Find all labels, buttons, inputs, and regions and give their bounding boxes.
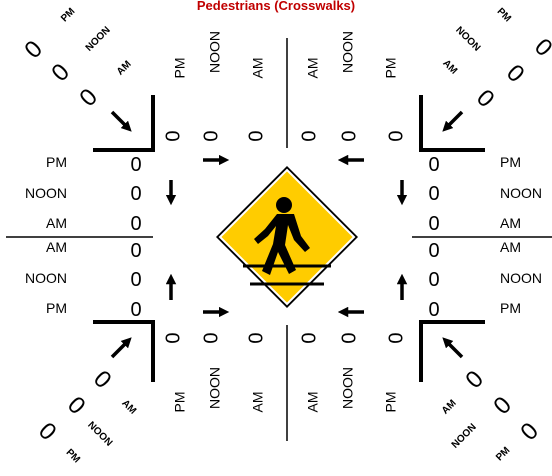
south-label-am-2: AM bbox=[305, 392, 321, 413]
west-count-pm: 0 bbox=[130, 154, 141, 176]
sw-label-noon: NOON bbox=[85, 420, 114, 449]
east-labels: PM NOON AM AM NOON PM bbox=[500, 154, 542, 316]
sw-corner: 0 0 0 AM NOON PM bbox=[33, 365, 138, 465]
south-label-pm-2: PM bbox=[383, 392, 399, 413]
east-label-am: AM bbox=[500, 215, 521, 231]
east-count-noon: 0 bbox=[428, 183, 439, 205]
west-label-noon: NOON bbox=[25, 185, 67, 201]
north-count-pm-2: 0 bbox=[385, 130, 407, 141]
west-count-am: 0 bbox=[130, 213, 141, 235]
north-count-am-2: 0 bbox=[298, 130, 320, 141]
curb-sw bbox=[93, 320, 155, 382]
west-count-noon-2: 0 bbox=[130, 269, 141, 291]
ne-label-noon: NOON bbox=[453, 25, 482, 54]
nw-label-noon: NOON bbox=[84, 25, 113, 54]
north-label-pm: PM bbox=[172, 58, 188, 79]
east-count-pm: 0 bbox=[428, 154, 439, 176]
south-count-noon-2: 0 bbox=[338, 332, 360, 343]
sw-label-am: AM bbox=[119, 398, 138, 417]
south-count-am: 0 bbox=[245, 332, 267, 343]
south-count-noon: 0 bbox=[200, 332, 222, 343]
north-counts: 0 0 0 0 0 0 bbox=[162, 130, 407, 141]
west-label-noon-2: NOON bbox=[25, 270, 67, 286]
north-count-noon: 0 bbox=[200, 130, 222, 141]
east-count-am: 0 bbox=[428, 213, 439, 235]
north-count-am: 0 bbox=[245, 130, 267, 141]
south-counts: 0 0 0 0 0 0 bbox=[162, 332, 407, 343]
west-label-am: AM bbox=[46, 215, 67, 231]
north-label-pm-2: PM bbox=[383, 58, 399, 79]
west-count-pm-2: 0 bbox=[130, 299, 141, 321]
sw-count-noon: 0 bbox=[62, 391, 91, 420]
west-count-noon: 0 bbox=[130, 183, 141, 205]
se-count-pm: 0 bbox=[515, 417, 544, 446]
east-label-pm-2: PM bbox=[500, 300, 521, 316]
curb-nw bbox=[93, 95, 155, 152]
curb-ne bbox=[419, 95, 485, 152]
west-counts: 0 0 0 0 0 0 bbox=[130, 154, 141, 321]
south-labels: PM NOON AM AM NOON PM bbox=[172, 367, 399, 413]
west-label-pm-2: PM bbox=[46, 300, 67, 316]
ne-label-am: AM bbox=[440, 58, 459, 77]
north-label-am: AM bbox=[250, 58, 266, 79]
nw-count-noon: 0 bbox=[46, 58, 75, 87]
east-label-noon-2: NOON bbox=[500, 270, 542, 286]
se-label-noon: NOON bbox=[450, 422, 479, 451]
median-lines bbox=[6, 38, 552, 441]
east-label-pm: PM bbox=[500, 154, 521, 170]
direction-arrows bbox=[110, 110, 464, 359]
curb-lines bbox=[93, 95, 485, 382]
east-label-noon: NOON bbox=[500, 185, 542, 201]
se-count-am: 0 bbox=[460, 365, 489, 394]
east-count-noon-2: 0 bbox=[428, 269, 439, 291]
east-count-am-2: 0 bbox=[428, 240, 439, 262]
south-label-pm: PM bbox=[172, 392, 188, 413]
north-labels: PM NOON AM AM NOON PM bbox=[172, 31, 399, 79]
pedestrian-crossing-sign-icon bbox=[216, 166, 358, 308]
nw-diagonal-arrow-icon bbox=[110, 110, 132, 132]
west-label-am-2: AM bbox=[46, 239, 67, 255]
south-label-am: AM bbox=[250, 392, 266, 413]
south-label-noon-2: NOON bbox=[340, 367, 356, 409]
se-label-am: AM bbox=[440, 398, 459, 417]
south-count-pm: 0 bbox=[162, 332, 184, 343]
ne-count-pm: 0 bbox=[529, 33, 552, 62]
east-label-am-2: AM bbox=[500, 239, 521, 255]
ne-corner: PM NOON AM 0 0 0 bbox=[440, 6, 552, 113]
nw-corner: PM NOON AM 0 0 0 bbox=[19, 6, 133, 112]
diagram-title: Pedestrians (Crosswalks) bbox=[196, 0, 356, 13]
west-count-am-2: 0 bbox=[130, 240, 141, 262]
south-count-am-2: 0 bbox=[298, 332, 320, 343]
sw-label-pm: PM bbox=[64, 447, 82, 465]
west-labels: PM NOON AM AM NOON PM bbox=[25, 154, 67, 316]
curb-se bbox=[419, 320, 485, 382]
sw-count-pm: 0 bbox=[33, 417, 62, 446]
sw-diagonal-arrow-icon bbox=[110, 337, 132, 359]
se-count-noon: 0 bbox=[488, 391, 517, 420]
east-count-pm-2: 0 bbox=[428, 299, 439, 321]
north-count-pm: 0 bbox=[162, 130, 184, 141]
nw-count-am: 0 bbox=[74, 83, 103, 112]
north-label-noon-2: NOON bbox=[340, 31, 356, 73]
west-label-pm: PM bbox=[46, 154, 67, 170]
se-label-pm: PM bbox=[494, 445, 512, 463]
south-label-noon: NOON bbox=[207, 367, 223, 409]
ne-diagonal-arrow-icon bbox=[442, 110, 464, 132]
south-count-pm-2: 0 bbox=[385, 332, 407, 343]
ne-count-am: 0 bbox=[471, 84, 500, 113]
nw-count-pm: 0 bbox=[19, 35, 48, 64]
se-diagonal-arrow-icon bbox=[442, 337, 464, 359]
east-counts: 0 0 0 0 0 0 bbox=[428, 154, 439, 321]
north-count-noon-2: 0 bbox=[338, 130, 360, 141]
north-label-am-2: AM bbox=[305, 58, 321, 79]
se-corner: 0 0 0 AM NOON PM bbox=[440, 365, 544, 463]
sw-count-am: 0 bbox=[88, 365, 117, 394]
nw-label-am: AM bbox=[115, 59, 134, 78]
ne-count-noon: 0 bbox=[501, 59, 530, 88]
north-label-noon: NOON bbox=[207, 31, 223, 73]
